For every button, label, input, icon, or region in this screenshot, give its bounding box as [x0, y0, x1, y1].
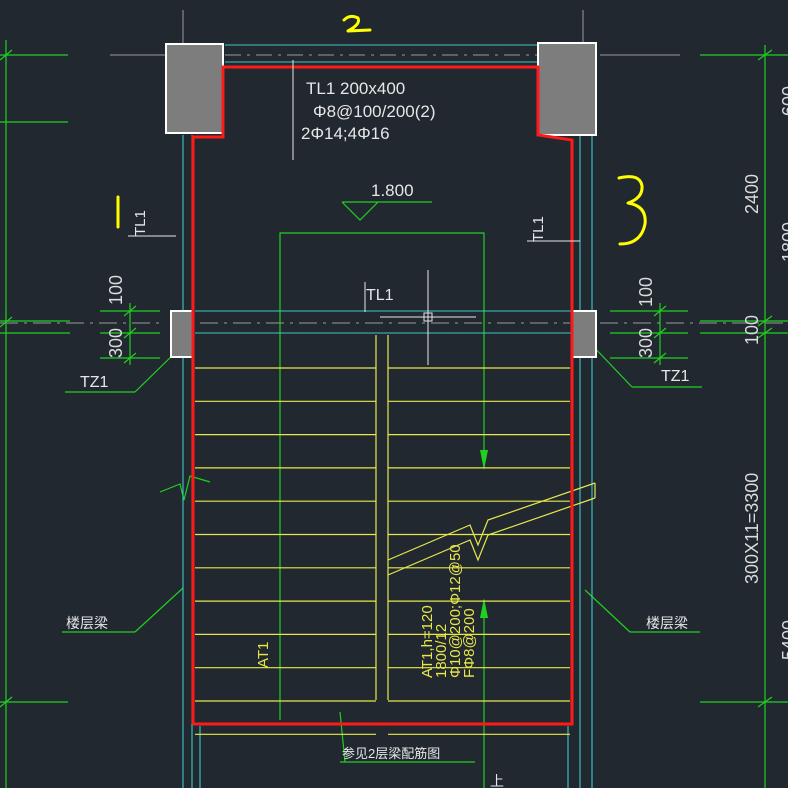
- up-label: 上: [490, 773, 504, 788]
- dim-left-100: 100: [106, 275, 126, 305]
- dim-right-2400: 2400: [742, 174, 762, 214]
- floor-beam-right: 楼层梁: [646, 615, 688, 631]
- hand-annotations: [116, 14, 647, 246]
- dim-mid-right-100: 100: [636, 277, 656, 307]
- stair-treads: [195, 367, 570, 735]
- dim-mid-right-300: 300: [636, 328, 656, 358]
- tl1-bars: 2Φ14;4Φ16: [301, 124, 390, 143]
- at1-spec-3: Φ10@200;Φ12@50: [447, 544, 464, 678]
- dim-right-partial-bottom: 5400: [779, 620, 788, 660]
- at1-spec-1: AT1,h=120: [419, 605, 436, 678]
- at1-spec-2: 1800/12: [433, 624, 450, 678]
- tz1-left-label: TZ1: [80, 374, 109, 391]
- at1-spec-4: FΦ8@200: [461, 608, 478, 678]
- tl1-stirrup: Φ8@100/200(2): [313, 102, 436, 121]
- white-leaders: [128, 60, 580, 365]
- axis-lines: [0, 10, 788, 324]
- column-top-right: [537, 42, 597, 136]
- dim-right-partial-top: 600: [779, 86, 788, 116]
- green-grid-lines: [0, 40, 788, 788]
- dim-right-span: 300X11=3300: [742, 473, 762, 584]
- column-tz1-right: [571, 310, 597, 358]
- tl1-right-label: TL1: [530, 216, 547, 242]
- dim-right-100: 100: [742, 315, 762, 345]
- dim-right-partial-mid: 1800: [779, 222, 788, 262]
- see-beam-note: 参见2层梁配筋图: [342, 746, 440, 761]
- column-top-left: [165, 43, 224, 134]
- column-tz1-left: [170, 310, 194, 358]
- dim-left-300: 300: [106, 328, 126, 358]
- stair-outline: [191, 65, 574, 726]
- tl1-mid-label: TL1: [366, 287, 394, 304]
- tl1-title: TL1 200x400: [306, 79, 405, 98]
- stair-stringer: [375, 335, 596, 700]
- landing-elevation: 1.800: [371, 181, 414, 200]
- at1-tag: AT1: [255, 642, 272, 668]
- tz1-right-label: TZ1: [661, 368, 690, 385]
- floor-beam-left: 楼层梁: [66, 615, 108, 631]
- tl1-left-label: TL1: [132, 210, 149, 236]
- text-layer: TL1 200x400 Φ8@100/200(2) 2Φ14;4Φ16 1.80…: [66, 79, 788, 788]
